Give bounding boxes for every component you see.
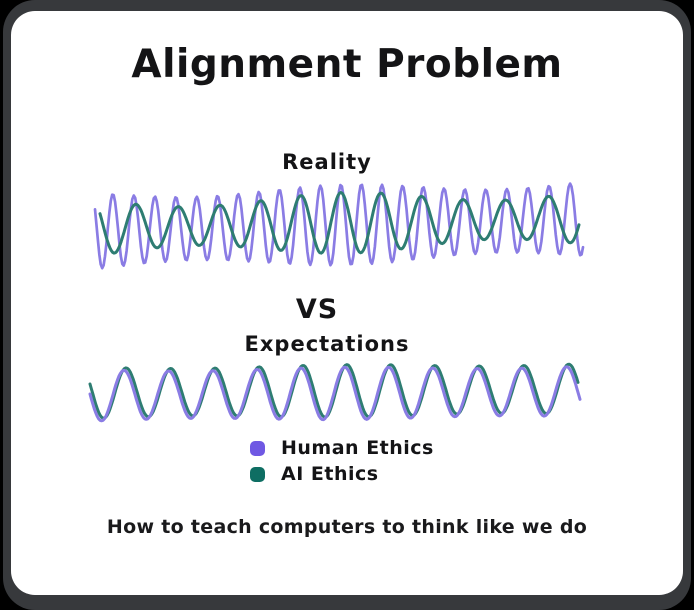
ai-ethics-wave-reality bbox=[98, 191, 581, 255]
human-ethics-wave-expectations bbox=[88, 365, 582, 423]
vs-label: VS bbox=[295, 294, 339, 325]
legend-label: AI Ethics bbox=[281, 463, 379, 485]
legend-item-ai-ethics: AI Ethics bbox=[250, 463, 434, 485]
legend-item-human-ethics: Human Ethics bbox=[250, 437, 434, 459]
canvas-card bbox=[11, 11, 683, 595]
legend: Human Ethics AI Ethics bbox=[250, 437, 434, 485]
diagram-title: Alignment Problem bbox=[131, 42, 563, 87]
ai-ethics-swatch-icon bbox=[250, 466, 265, 482]
human-ethics-swatch-icon bbox=[250, 440, 265, 456]
reality-panel-label: Reality bbox=[282, 150, 372, 174]
caption-text: How to teach computers to think like we … bbox=[106, 516, 588, 538]
expectations-panel-label: Expectations bbox=[244, 332, 410, 356]
human-ethics-wave-reality bbox=[93, 182, 585, 270]
legend-label: Human Ethics bbox=[281, 437, 434, 459]
